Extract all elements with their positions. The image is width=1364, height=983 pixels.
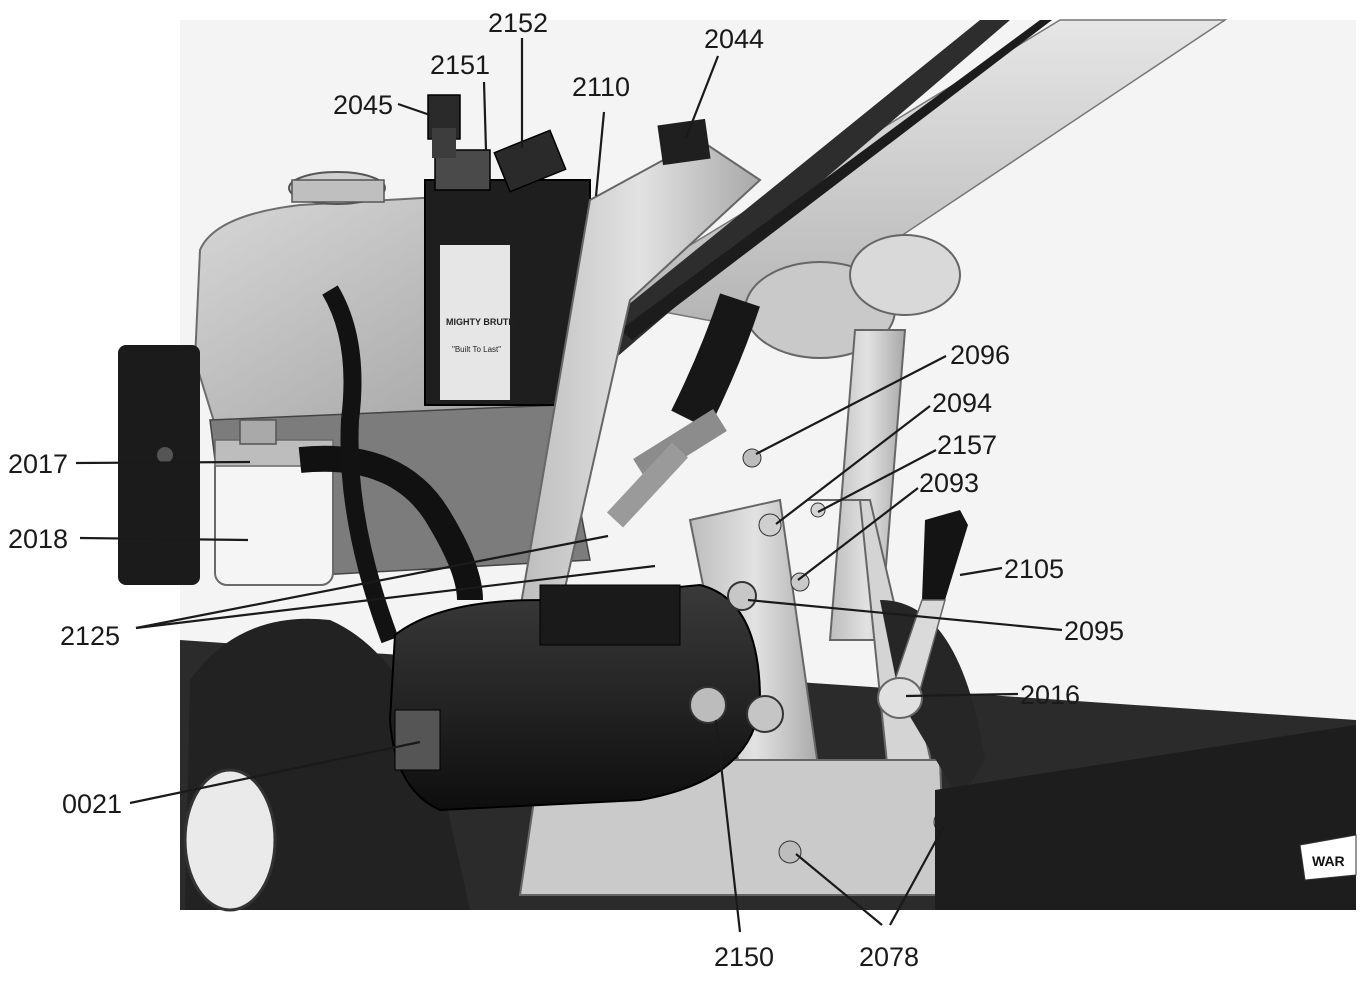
callout-2017: 2017 xyxy=(8,449,68,479)
callout-0021: 0021 xyxy=(62,789,122,819)
callout-2078: 2078 xyxy=(859,942,919,972)
leader-2094 xyxy=(775,405,931,525)
leader-2044 xyxy=(684,55,720,139)
guard-warning-label: WAR xyxy=(1312,853,1345,869)
leader-2151 xyxy=(482,81,488,151)
leader-2095 xyxy=(747,598,1063,632)
battery-slogan: "Built To Last" xyxy=(452,345,501,354)
oil-filter xyxy=(214,419,334,586)
callout-2150: 2150 xyxy=(714,942,774,972)
leader-2125-a xyxy=(135,534,609,630)
leader-2157 xyxy=(817,449,937,513)
tiller-deck: WAR xyxy=(935,725,1357,910)
hydraulic-motor xyxy=(388,581,784,812)
leader-2017 xyxy=(75,460,251,465)
breather-cap xyxy=(427,94,461,158)
leader-lines xyxy=(75,38,1063,933)
handlebar xyxy=(560,19,1228,380)
leader-2110 xyxy=(594,111,606,197)
callout-2157: 2157 xyxy=(937,430,997,460)
battery-brand: MIGHTY BRUTE xyxy=(446,317,514,327)
callout-2044: 2044 xyxy=(704,24,764,54)
leader-2093 xyxy=(797,487,919,581)
leader-2018 xyxy=(79,536,249,542)
callout-2094: 2094 xyxy=(932,388,992,418)
leader-2150 xyxy=(714,719,742,933)
leader-2078-b xyxy=(889,825,945,926)
callout-2018: 2018 xyxy=(8,524,68,554)
callout-2152: 2152 xyxy=(488,8,548,38)
side-cover xyxy=(118,345,200,585)
leader-2016 xyxy=(905,692,1019,698)
callout-2105: 2105 xyxy=(1004,554,1064,584)
leader-2105 xyxy=(959,566,1003,577)
machine-photo: MIGHTY BRUTE "Built To Last" xyxy=(118,19,1357,912)
callout-2095: 2095 xyxy=(1064,616,1124,646)
callout-2096: 2096 xyxy=(950,340,1010,370)
battery: MIGHTY BRUTE "Built To Last" xyxy=(424,129,591,406)
switch-knob xyxy=(157,447,173,463)
callout-labels: 2152 2044 2151 2045 2110 2096 2094 2157 … xyxy=(8,8,1124,972)
callout-2125: 2125 xyxy=(60,621,120,651)
callout-2045: 2045 xyxy=(333,90,393,120)
leader-2078-a xyxy=(795,853,883,926)
leader-0021 xyxy=(129,740,421,805)
callout-2016: 2016 xyxy=(1020,680,1080,710)
callout-2110: 2110 xyxy=(572,72,630,102)
hoses xyxy=(298,285,760,644)
callout-2093: 2093 xyxy=(919,468,979,498)
depth-lever xyxy=(877,510,968,719)
leader-2096 xyxy=(755,355,947,455)
callout-2151: 2151 xyxy=(430,50,490,80)
leader-2125-b xyxy=(135,564,656,630)
leader-2045 xyxy=(397,102,431,117)
